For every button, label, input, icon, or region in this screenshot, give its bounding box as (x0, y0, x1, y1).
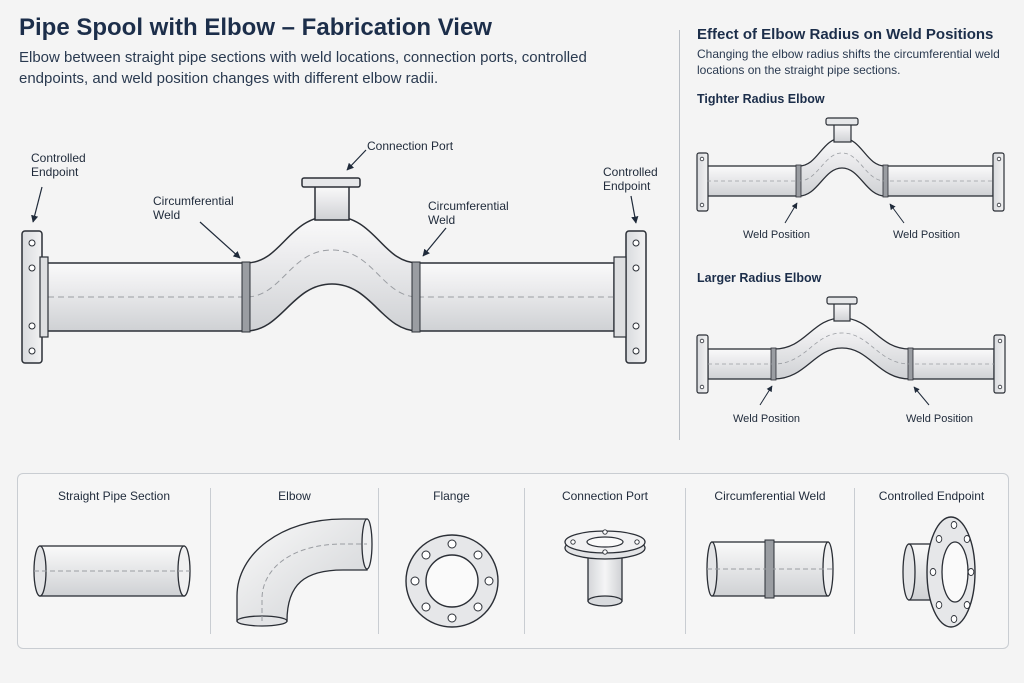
legend-item-flange: Flange (379, 474, 524, 648)
legend-label: Elbow (278, 489, 311, 503)
connection-port-icon (564, 529, 646, 607)
legend-item-weld: Circumferential Weld (686, 474, 854, 648)
radius-panel-title: Effect of Elbow Radius on Weld Positions (697, 26, 994, 43)
large-radius-spool (696, 296, 1006, 394)
legend-label: Flange (433, 489, 470, 503)
tight-radius-spool (696, 117, 1005, 212)
port-flange (301, 177, 361, 188)
legend-item-connection-port: Connection Port (525, 474, 685, 648)
left-weld (241, 261, 251, 333)
main-spool (21, 177, 647, 364)
flange-icon (405, 534, 499, 628)
legend-item-straight-pipe: Straight Pipe Section (18, 474, 210, 648)
left-weld-label: Circumferential Weld (153, 194, 234, 222)
left-weld-arrow (199, 221, 241, 259)
tight-weld-left-label: Weld Position (743, 229, 811, 241)
right-weld (411, 261, 421, 333)
large-radius-heading: Larger Radius Elbow (697, 271, 822, 285)
left-flange (21, 230, 43, 364)
port-arrow (346, 149, 367, 171)
component-legend: Straight Pipe Section Elbow (17, 473, 1009, 649)
elbow-icon (236, 518, 373, 627)
legend-label: Circumferential Weld (714, 489, 826, 503)
right-flange (625, 230, 647, 364)
legend-label: Controlled Endpoint (878, 489, 985, 503)
right-weld-label: Circumferential Weld (428, 199, 509, 227)
panel-divider (679, 30, 680, 440)
page-subtitle: Elbow between straight pipe sections wit… (19, 49, 587, 87)
weld-icon (706, 539, 834, 599)
left-straight-pipe (45, 262, 247, 332)
radius-panel-description: Changing the elbow radius shifts the cir… (697, 47, 1000, 77)
right-endpoint-arrow (630, 195, 639, 224)
controlled-endpoint-icon (902, 516, 976, 628)
legend-item-elbow: Elbow (211, 474, 378, 648)
port-label: Connection Port (367, 139, 454, 153)
left-endpoint-label: Controlled Endpoint (31, 151, 86, 179)
legend-item-controlled-endpoint: Controlled Endpoint (855, 474, 1008, 648)
left-endpoint-arrow (31, 186, 43, 223)
legend-label: Connection Port (561, 489, 649, 503)
legend-label: Straight Pipe Section (57, 489, 171, 503)
centerline (28, 249, 640, 298)
elbow-section (245, 215, 419, 332)
right-straight-pipe (417, 262, 615, 332)
page-title: Pipe Spool with Elbow – Fabrication View (19, 14, 492, 41)
tight-weld-right-label: Weld Position (893, 229, 961, 241)
large-weld-left-label: Weld Position (733, 413, 801, 425)
port-nozzle (314, 185, 350, 221)
straight-pipe-icon (33, 545, 191, 597)
right-endpoint-label: Controlled Endpoint (603, 165, 658, 193)
tight-radius-heading: Tighter Radius Elbow (697, 92, 825, 106)
large-weld-right-label: Weld Position (906, 413, 974, 425)
right-weld-arrow (422, 227, 447, 257)
